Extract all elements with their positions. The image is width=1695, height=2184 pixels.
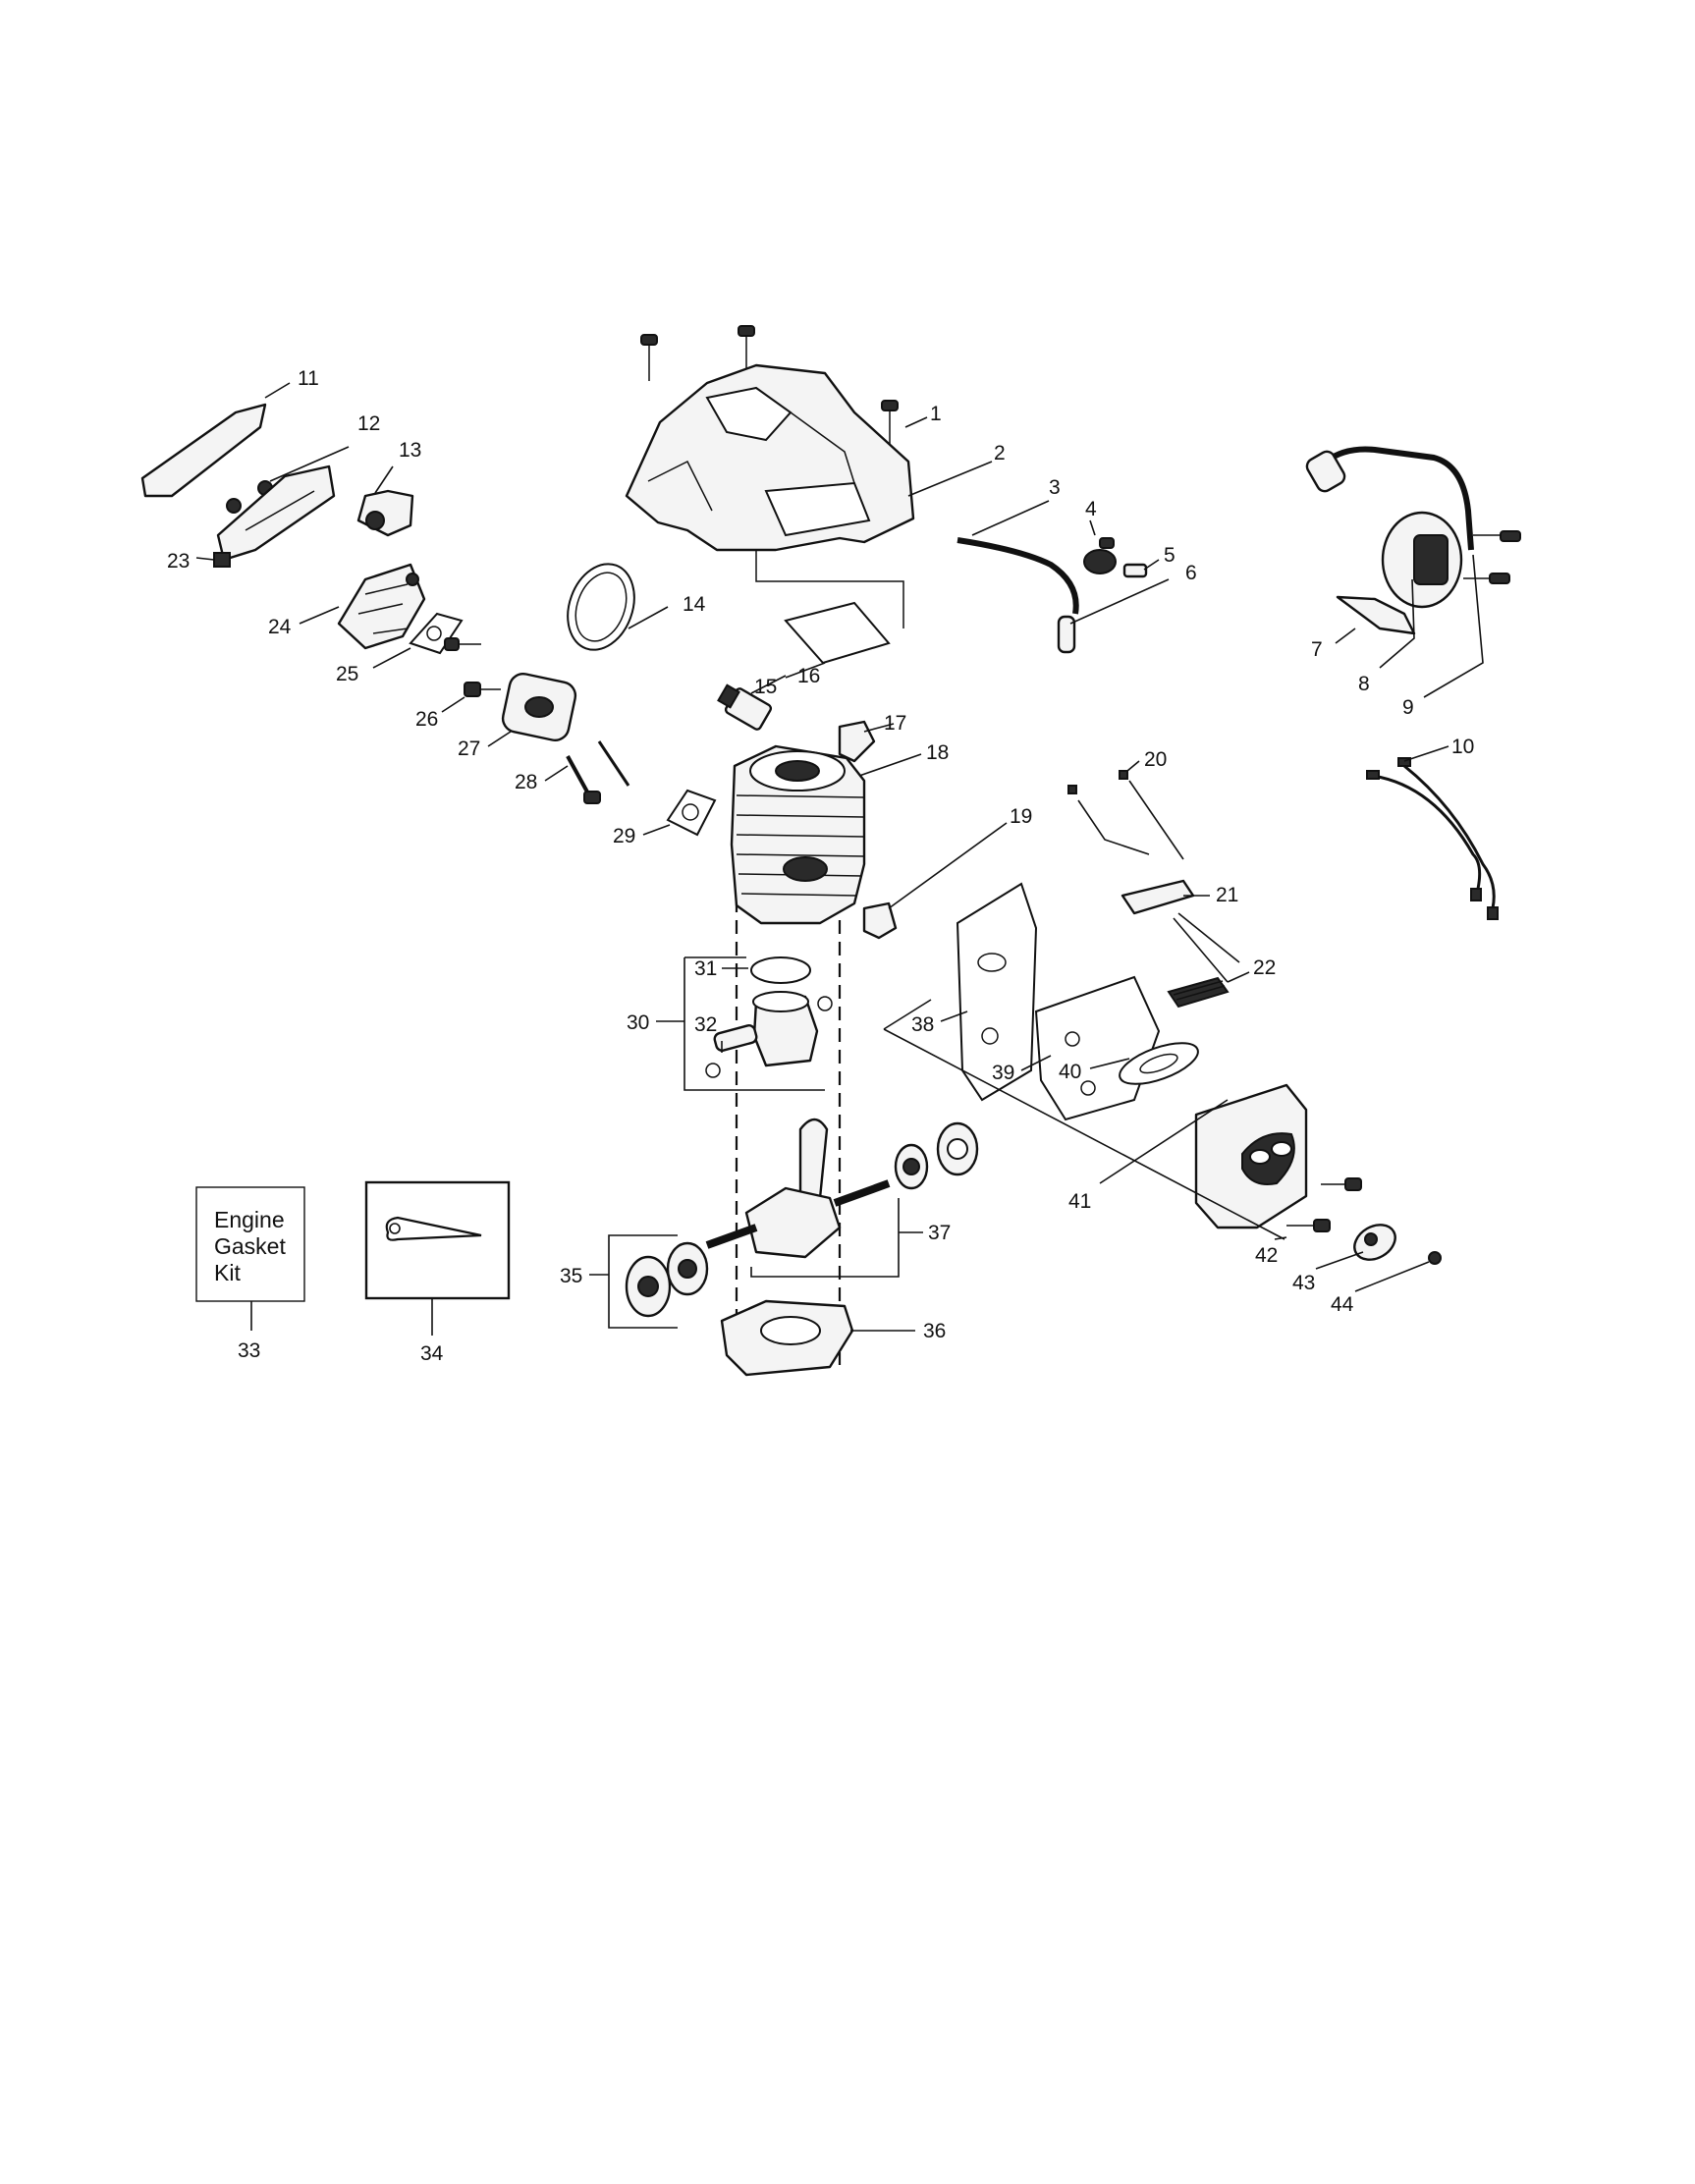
carb-bolt: [444, 637, 481, 651]
cylinder: [730, 744, 866, 925]
callout-18: 18: [926, 741, 949, 764]
callout-20: 20: [1144, 748, 1167, 771]
callout-6: 6: [1185, 562, 1197, 584]
callout-41: 41: [1068, 1190, 1091, 1213]
muffler-hardware: [1286, 1177, 1442, 1265]
muffler-leaders: [883, 999, 1285, 1240]
callout-25: 25: [336, 663, 358, 685]
callout-16: 16: [797, 665, 820, 687]
fuel-fitting: [1083, 537, 1148, 578]
callout-15: 15: [754, 676, 777, 698]
cylinder-cover: [625, 363, 915, 552]
callout-42: 42: [1255, 1244, 1278, 1267]
fuel-filter: [1057, 615, 1076, 654]
callout-23: 23: [167, 550, 190, 573]
crankshaft: [705, 1118, 891, 1259]
callout-43: 43: [1292, 1272, 1315, 1294]
callout-38: 38: [911, 1013, 934, 1036]
crankcase-bottom: [720, 1299, 854, 1377]
crank-group-bracket: [750, 1198, 900, 1278]
intake-bolt: [464, 682, 501, 697]
callout-22: 22: [1253, 956, 1276, 979]
ignition-module: [1305, 446, 1521, 635]
leader-lines: [195, 382, 1484, 1336]
callout-11: 11: [298, 367, 319, 390]
callout-37: 37: [928, 1222, 951, 1244]
callout-1: 1: [930, 403, 942, 425]
crank-bearings-right: [894, 1121, 979, 1190]
cylinder-cap: [862, 901, 898, 940]
bearing-group-bracket: [608, 1234, 678, 1329]
gasket-kit-line2: Gasket: [214, 1233, 286, 1259]
callout-44: 44: [1331, 1293, 1354, 1316]
callout-28: 28: [515, 771, 537, 793]
callout-numbers: 1 2 3 4 5 6 7 8 9 10 11 12 13 14 15 16 1…: [167, 367, 1474, 1365]
muffler-plate: [1034, 975, 1161, 1121]
axis-guides: [735, 899, 842, 1365]
air-filter: [140, 403, 267, 498]
callout-7: 7: [1311, 638, 1323, 661]
muffler-gasket: [1119, 1042, 1199, 1085]
intake-boot: [567, 563, 635, 651]
callout-27: 27: [458, 737, 480, 760]
fuel-line: [957, 537, 1079, 615]
filter-holder: [213, 464, 336, 568]
callout-4: 4: [1085, 498, 1097, 520]
piston-ring: [750, 956, 811, 984]
callout-36: 36: [923, 1320, 946, 1342]
callout-26: 26: [415, 708, 438, 731]
spark-plug: [717, 683, 773, 731]
callout-5: 5: [1164, 544, 1176, 567]
callout-31: 31: [694, 957, 717, 980]
carburetor-gasket: [409, 612, 464, 655]
gasket-kit-line3: Kit: [214, 1260, 241, 1285]
intake-gasket: [666, 789, 717, 837]
ignition-wires: [1366, 757, 1499, 920]
cotter-pin-box: [364, 1180, 511, 1300]
callout-39: 39: [992, 1062, 1014, 1084]
callout-21: 21: [1216, 884, 1238, 906]
callout-2: 2: [994, 442, 1006, 464]
callout-33: 33: [238, 1339, 260, 1362]
callout-32: 32: [694, 1013, 717, 1036]
gasket-kit-box: Engine Gasket Kit: [195, 1186, 305, 1302]
callout-17: 17: [884, 712, 906, 735]
callout-35: 35: [560, 1265, 582, 1287]
callout-3: 3: [1049, 476, 1061, 499]
callout-9: 9: [1402, 696, 1414, 719]
callout-29: 29: [613, 825, 635, 847]
intake-manifold: [501, 672, 577, 742]
callout-34: 34: [420, 1342, 444, 1365]
callout-10: 10: [1451, 736, 1474, 758]
crank-bearings-left: [625, 1241, 709, 1318]
carburetor: [337, 563, 426, 650]
callout-13: 13: [399, 439, 421, 462]
callout-12: 12: [357, 412, 380, 435]
long-screw: [566, 740, 630, 804]
cover-decal: [755, 550, 904, 665]
callout-40: 40: [1059, 1061, 1081, 1083]
callout-30: 30: [627, 1011, 649, 1034]
callout-14: 14: [683, 593, 706, 616]
piston: [705, 991, 833, 1078]
muffler-top: [1067, 770, 1240, 1009]
callout-19: 19: [1010, 805, 1032, 828]
callout-8: 8: [1358, 673, 1370, 695]
plug-boot: [838, 720, 876, 763]
gasket-kit-line1: Engine: [214, 1207, 285, 1232]
choke-knob: [356, 489, 414, 537]
muffler: [1194, 1083, 1308, 1229]
callout-24: 24: [268, 616, 292, 638]
piston-group-bracket: [683, 957, 825, 1091]
cover-screws: [640, 325, 899, 447]
